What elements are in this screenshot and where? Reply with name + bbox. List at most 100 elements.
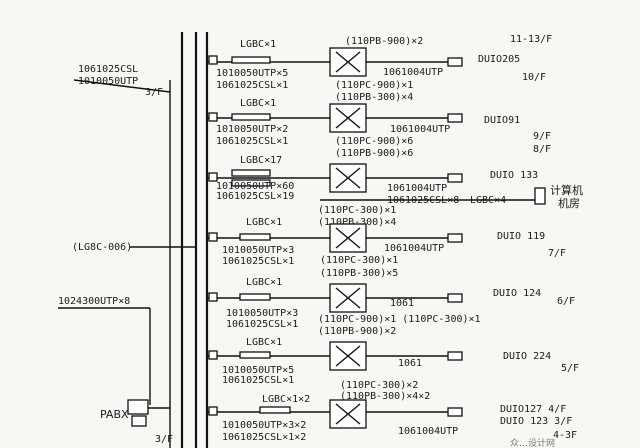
floor5-out: 1061 xyxy=(390,298,414,309)
floor7-out-node xyxy=(447,407,463,417)
floor5-lgbc: LGBC×1 xyxy=(246,277,282,288)
floor2-pc-0: (110PC-900)×6 xyxy=(335,136,413,147)
floor3-lgbc: LGBC×17 xyxy=(240,155,282,166)
floor4-floor-right: 7/F xyxy=(548,248,566,259)
watermark-text: 众…设计网 xyxy=(510,437,555,448)
floor1-cross-b xyxy=(335,51,361,73)
floor6-out: 1061 xyxy=(398,358,422,369)
floor-row-7: LGBC×1×2 1010050UTP×3×2 1061025CSL×1×2 1… xyxy=(207,394,577,443)
floor-row-3: LGBC×17 1010050UTP×60 1061025CSL×19 1061… xyxy=(207,155,583,228)
trunk-utp8-label: 1024300UTP×8 xyxy=(58,296,130,307)
room-box xyxy=(534,187,546,205)
floor2-out: 1061004UTP xyxy=(390,124,450,135)
floor2-lgbc-box xyxy=(231,113,271,121)
floor4-node xyxy=(208,232,218,242)
trunk-leader xyxy=(73,79,171,93)
floor7-node xyxy=(208,406,218,416)
floor7-cross-b xyxy=(335,403,361,425)
floor-row-4: LGBC×1 1010050UTP×3 1061025CSL×1 (110PC-… xyxy=(207,217,566,279)
floor1-pc-1: (110PB-300)×4 xyxy=(335,92,413,103)
floor1-lgbc: LGBC×1 xyxy=(240,39,276,50)
floor4-duio: DUIO 119 xyxy=(497,231,545,242)
floor5-duio: DUIO 124 xyxy=(493,288,541,299)
floor2-floor-right: 9/F xyxy=(533,131,551,142)
floor3-pc-1: (110PB-300)×4 xyxy=(318,217,396,228)
floor4-pc-0: (110PC-300)×1 xyxy=(320,255,398,266)
floor5-lgbc-box xyxy=(239,293,271,301)
room-label-1: 计算机 xyxy=(550,183,583,197)
floor3-utp: 1010050UTP×60 xyxy=(216,181,294,192)
floor4-cross-b xyxy=(335,227,361,249)
floor1-csl: 1061025CSL×1 xyxy=(216,80,288,91)
pabx-box-2 xyxy=(131,415,147,427)
trunk-label-utp: 1010050UTP xyxy=(78,76,138,87)
floor1-out: 1061004UTP xyxy=(383,67,443,78)
floor1-floor-right: 10/F xyxy=(522,72,546,83)
floor6-pc-0: (110PC-300)×2 xyxy=(340,380,418,391)
trunk-label-csl: 1061025CSL xyxy=(78,64,138,75)
floor3-lgbc-right: LGBC×4 xyxy=(470,195,506,206)
floor-row-5: LGBC×1 1010050UTP×3 1061025CSL×1 (110PC-… xyxy=(207,277,575,337)
floor3-csl: 1061025CSL×19 xyxy=(216,191,294,202)
floor2-cross-b xyxy=(335,107,361,129)
floor7-utp: 1010050UTP×3×2 xyxy=(222,420,306,431)
floor3-lgbc-box-2 xyxy=(231,179,271,187)
floor2-pc-1: (110PB-900)×6 xyxy=(335,148,413,159)
floor4-csl: 1061025CSL×1 xyxy=(222,256,294,267)
floor2-out-node xyxy=(447,113,463,123)
floor3-lgbc-box xyxy=(231,169,271,177)
floor7-duio2: DUIO 123 3/F xyxy=(500,416,572,427)
floor4-utp: 1010050UTP×3 xyxy=(222,245,294,256)
floor5-node xyxy=(208,292,218,302)
floor4-out: 1061004UTP xyxy=(384,243,444,254)
floor1-pb-top: (110PB-900)×2 xyxy=(345,36,423,47)
floor4-out-node xyxy=(447,233,463,243)
floor2-lgbc: LGBC×1 xyxy=(240,98,276,109)
floor1-node xyxy=(208,55,218,65)
floor7-duio: DUIO127 4/F xyxy=(500,404,566,415)
floor7-lgbc: LGBC×1×2 xyxy=(262,394,310,405)
floor3-out: 1061004UTP xyxy=(387,183,447,194)
floor6-out-node xyxy=(447,351,463,361)
pabx-floor-label: 3/F xyxy=(155,434,173,445)
room-label-2: 机房 xyxy=(558,196,580,210)
floor6-utp: 1010050UTP×5 xyxy=(222,365,294,376)
floor5-floor-right: 6/F xyxy=(557,296,575,307)
floor1-utp: 1010050UTP×5 xyxy=(216,68,288,79)
floor1-floor-label: 11-13/F xyxy=(510,34,552,45)
floor1-pc-0: (110PC-900)×1 xyxy=(335,80,413,91)
pabx-label: PABX xyxy=(100,408,129,421)
floor3-node xyxy=(208,172,218,182)
floor5-out-node xyxy=(447,293,463,303)
floor4-pc-1: (110PB-300)×5 xyxy=(320,268,398,279)
pabx-box xyxy=(127,399,149,415)
floor-row-2: LGBC×1 1010050UTP×2 1061025CSL×1 (110PC-… xyxy=(207,98,551,159)
floor5-csl: 1061025CSL×1 xyxy=(226,319,298,330)
floor6-pc-1: (110PB-300)×4×2 xyxy=(340,391,430,402)
floor5-pc-1: (110PB-900)×2 xyxy=(318,326,396,337)
floor6-lgbc: LGBC×1 xyxy=(246,337,282,348)
floor2-csl: 1061025CSL×1 xyxy=(216,136,288,147)
floor6-duio: DUIO 224 xyxy=(503,351,551,362)
floor3-duio: DUIO 133 xyxy=(490,170,538,181)
floor7-out: 1061004UTP xyxy=(398,426,458,437)
floor5-pc-0: (110PC-900)×1 (110PC-300)×1 xyxy=(318,314,481,325)
floor6-floor-right: 5/F xyxy=(561,363,579,374)
floor4-lgbc: LGBC×1 xyxy=(246,217,282,228)
floor-row-6: LGBC×1 1010050UTP×5 1061025CSL×1 (110PC-… xyxy=(207,337,579,402)
floor1-duio: DUIO205 xyxy=(478,54,520,65)
floor2-duio: DUIO91 xyxy=(484,115,520,126)
floor2-floor-right2: 8/F xyxy=(533,144,551,155)
floor5-cross-b xyxy=(335,287,361,309)
floor2-node xyxy=(208,112,218,122)
floor1-out-node xyxy=(447,57,463,67)
floor6-lgbc-box xyxy=(239,351,271,359)
floor1-lgbc-box xyxy=(231,56,271,64)
floor2-utp: 1010050UTP×2 xyxy=(216,124,288,135)
floor6-cross-b xyxy=(335,345,361,367)
floor7-floor-right: 4-3F xyxy=(553,430,577,441)
floor-row-1: LGBC×1 (110PB-900)×2 11-13/F 1010050UTP×… xyxy=(207,34,552,103)
floor6-csl: 1061025CSL×1 xyxy=(222,375,294,386)
